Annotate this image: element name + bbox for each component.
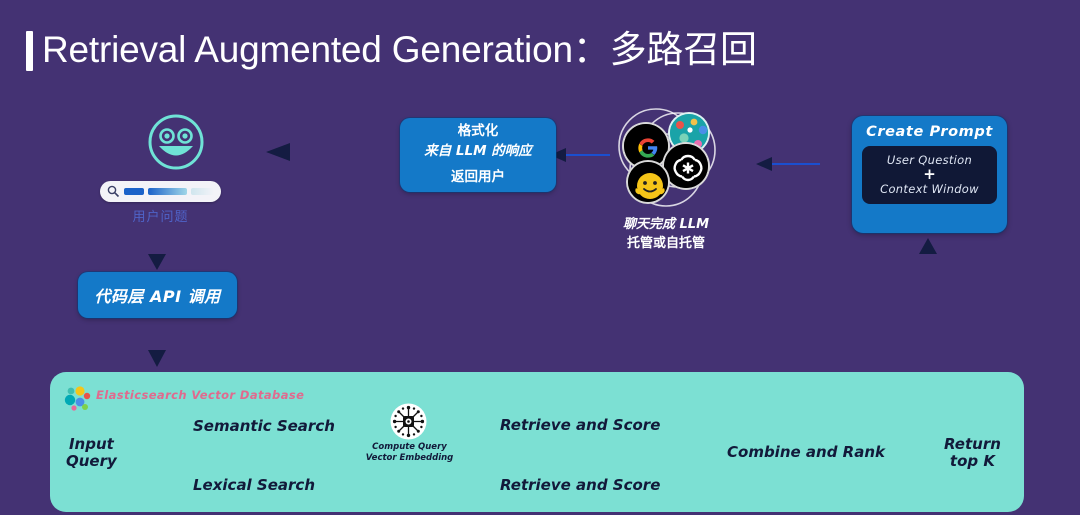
- embedding-caption-line-2: Vector Embedding: [365, 452, 454, 463]
- llm-providers-cluster: [612, 106, 720, 214]
- prompt-context-window: Context Window: [880, 181, 979, 196]
- format-line-1: 格式化: [457, 123, 499, 140]
- embedding-caption: Compute Query Vector Embedding: [362, 442, 457, 463]
- user-question-label: 用户问题: [132, 210, 189, 225]
- input-text-bar-2: [147, 188, 187, 195]
- search-icon: [107, 185, 120, 198]
- combine-and-rank-label: Combine and Rank: [727, 443, 885, 461]
- input-query-line-2: Query: [66, 452, 117, 471]
- input-text-bar-3: [190, 188, 214, 195]
- neural-network-icon: [390, 403, 427, 440]
- api-call-box[interactable]: 代码层 API 调用: [78, 272, 237, 318]
- google-logo-icon: [622, 122, 670, 170]
- semantic-search-label: Semantic Search: [193, 417, 335, 435]
- page-title: Retrieval Augmented Generation：多路召回: [26, 28, 757, 71]
- retrieve-and-score-top: Retrieve and Score: [500, 416, 661, 434]
- elasticsearch-panel: [50, 372, 1024, 512]
- return-line-2: top K: [949, 452, 995, 471]
- prompt-user-question: User Question: [886, 153, 973, 167]
- retrieve-and-score-bottom: Retrieve and Score: [500, 476, 661, 494]
- title-accent-bar: [26, 31, 33, 71]
- prompt-plus-sign: +: [923, 165, 936, 183]
- input-text-bar-1: [124, 188, 144, 195]
- huggingface-logo-icon: [626, 160, 670, 204]
- smiley-face-icon: [146, 112, 206, 172]
- create-prompt-box[interactable]: Create Prompt User Question + Context Wi…: [852, 116, 1007, 233]
- format-line-3: 返回用户: [451, 169, 505, 186]
- llm-caption-line-1: 聊天完成 LLM: [622, 217, 710, 232]
- llm-cluster-caption: 聊天完成 LLM 托管或自托管: [588, 216, 744, 254]
- prompt-inner-panel: User Question + Context Window: [862, 146, 997, 204]
- elasticsearch-logo-icon: [62, 384, 92, 414]
- elasticsearch-title: Elasticsearch Vector Database: [96, 388, 305, 402]
- input-query-label: Input Query: [66, 435, 117, 471]
- page-title-text: Retrieval Augmented Generation：多路召回: [42, 29, 757, 70]
- embedding-caption-line-1: Compute Query: [372, 442, 447, 452]
- create-prompt-title: Create Prompt: [866, 124, 993, 140]
- return-top-k-label: Return top K: [944, 435, 1001, 471]
- format-response-box[interactable]: 格式化 来自 LLM 的响应 返回用户: [400, 118, 556, 192]
- search-input[interactable]: [100, 181, 221, 202]
- llm-caption-line-2: 托管或自托管: [626, 235, 705, 251]
- lexical-search-label: Lexical Search: [193, 476, 315, 494]
- format-line-2: 来自 LLM 的响应: [424, 142, 532, 159]
- return-line-1: Return: [944, 435, 1001, 453]
- input-query-line-1: Input: [68, 435, 114, 453]
